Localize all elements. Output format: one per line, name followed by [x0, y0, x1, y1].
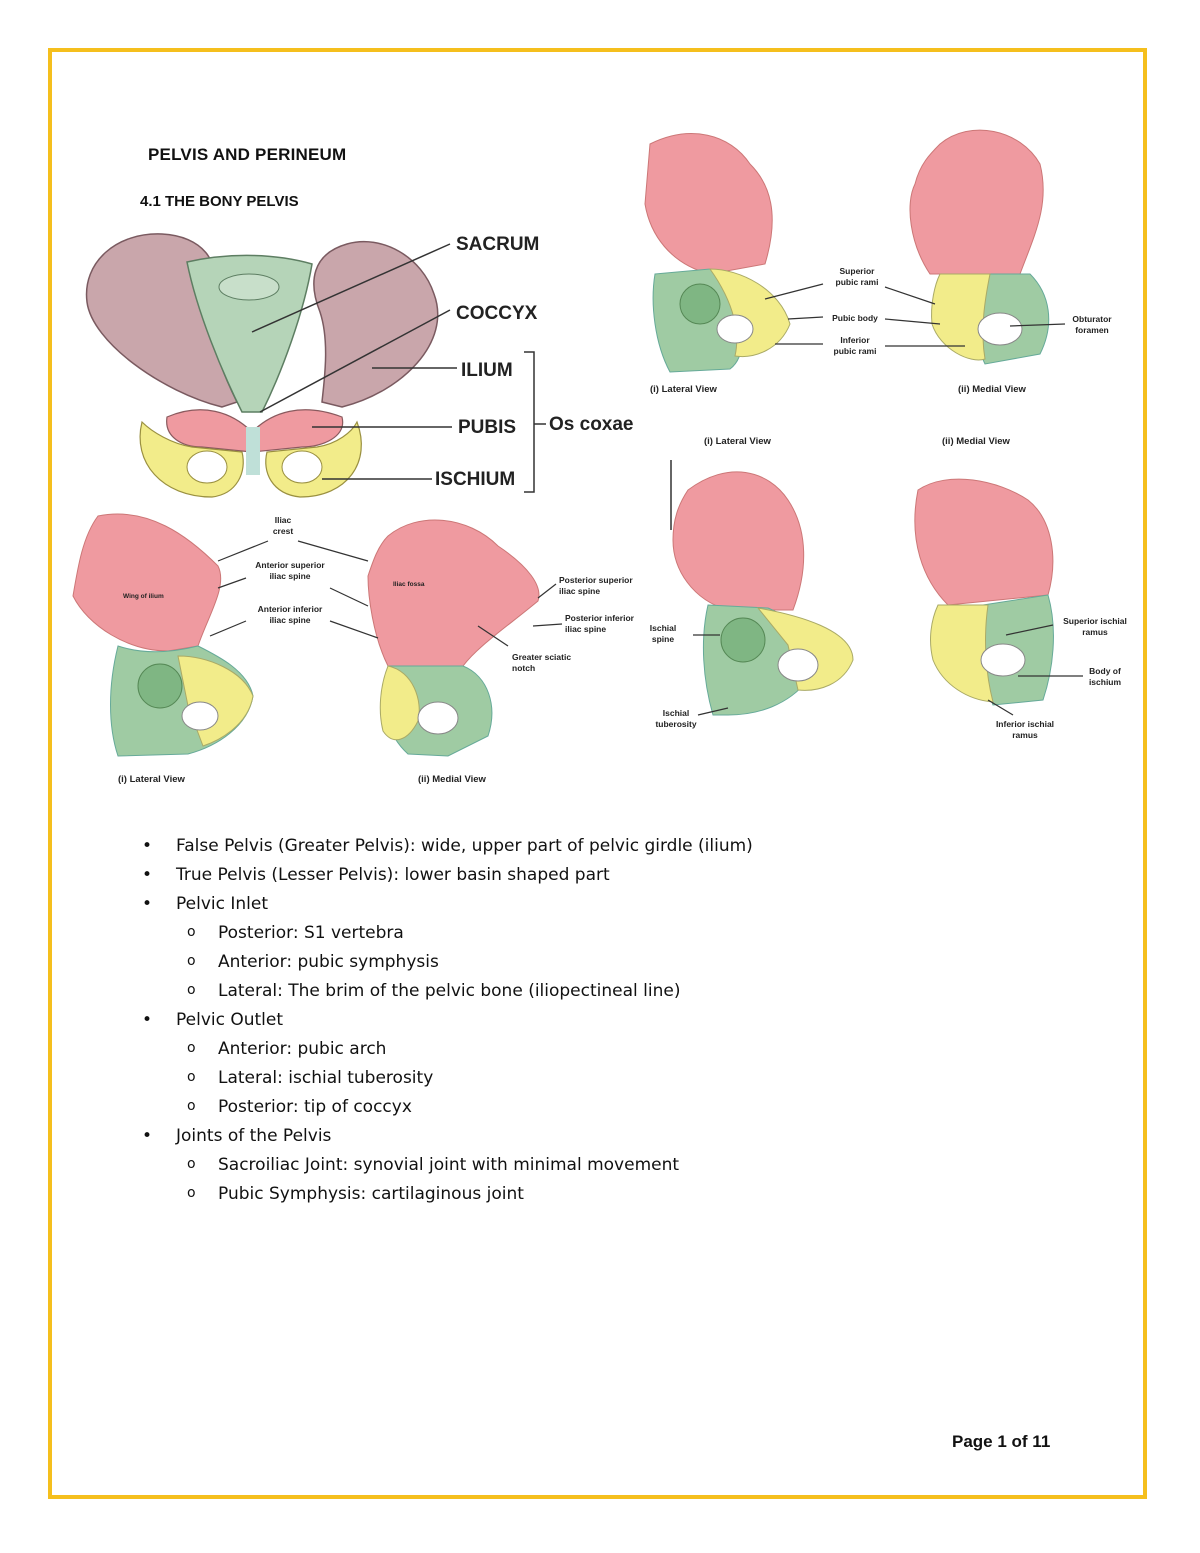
label-asis-1: Anterior superior — [255, 560, 325, 570]
label-iliac-fossa: Iliac fossa — [393, 581, 425, 588]
caption-ischium-lateral: (i) Lateral View — [704, 436, 771, 447]
label-body-ischium-2: ischium — [1089, 677, 1122, 687]
label-ischial-spine-1: Ischial — [650, 623, 676, 633]
label-pubis: PUBIS — [458, 417, 516, 438]
caption-ilium-lateral: (i) Lateral View — [118, 774, 185, 785]
list-item: Lateral: The brim of the pelvic bone (il… — [130, 976, 753, 1006]
label-ilium: ILIUM — [461, 360, 513, 381]
list-item: Pelvic Outlet — [130, 1006, 753, 1035]
caption-pubis-lateral: (i) Lateral View — [650, 384, 717, 395]
section-heading: 4.1 THE BONY PELVIS — [140, 193, 299, 210]
label-sciatic-1: Greater sciatic — [512, 652, 571, 662]
label-os-coxae: Os coxae — [549, 414, 634, 435]
label-wing-ilium: Wing of ilium — [123, 593, 164, 600]
page-title: PELVIS AND PERINEUM — [148, 145, 347, 164]
label-obturator-1: Obturator — [1072, 314, 1112, 324]
label-pubic-body: Pubic body — [832, 313, 878, 323]
label-sacrum: SACRUM — [456, 234, 539, 255]
label-psis-2: iliac spine — [559, 586, 600, 596]
label-aiis-2: iliac spine — [269, 615, 310, 625]
label-ischium: ISCHIUM — [435, 469, 515, 490]
label-inf-ischial-1: Inferior ischial — [996, 719, 1054, 729]
label-sup-pubic-2: pubic rami — [836, 277, 879, 287]
label-ischial-tub-1: Ischial — [663, 708, 689, 718]
caption-ischium-medial: (ii) Medial View — [942, 436, 1011, 447]
right-iliac-wing — [313, 240, 439, 408]
label-inf-ischial-2: ramus — [1012, 730, 1038, 740]
label-obturator-2: foramen — [1075, 325, 1109, 335]
sacrum-shape — [186, 254, 313, 413]
caption-ilium-medial: (ii) Medial View — [418, 774, 487, 785]
list-item: Lateral: ischial tuberosity — [130, 1063, 753, 1093]
list-item: Posterior: tip of coccyx — [130, 1092, 753, 1122]
list-item: Anterior: pubic symphysis — [130, 947, 753, 977]
caption-pubis-medial: (ii) Medial View — [958, 384, 1027, 395]
page-border — [48, 48, 1147, 1499]
list-item: Joints of the Pelvis — [130, 1122, 753, 1151]
label-psis-1: Posterior superior — [559, 575, 633, 585]
list-item: Pubic Symphysis: cartilaginous joint — [130, 1179, 753, 1209]
label-ischial-spine-2: spine — [652, 634, 674, 644]
label-sup-ischial-1: Superior ischial — [1063, 616, 1127, 626]
pelvis-front-figure: SACRUM COCCYX ILIUM PUBIS ISCHIUM Os cox… — [85, 233, 634, 498]
pubis-views-figure: Superior pubic rami Pubic body Inferior … — [644, 129, 1112, 395]
list-item: Pelvic Inlet — [130, 890, 753, 919]
label-coccyx: COCCYX — [456, 303, 538, 324]
label-piis-2: iliac spine — [565, 624, 606, 634]
list-item: Anterior: pubic arch — [130, 1034, 753, 1064]
notes-list: False Pelvis (Greater Pelvis): wide, upp… — [130, 832, 753, 1209]
list-item: Sacroiliac Joint: synovial joint with mi… — [130, 1150, 753, 1180]
label-aiis-1: Anterior inferior — [258, 604, 323, 614]
ilium-views-figure: Iliac crest Anterior superior iliac spin… — [72, 513, 635, 785]
label-ischial-tub-2: tuberosity — [655, 719, 696, 729]
label-sup-pubic-1: Superior — [840, 266, 876, 276]
page-number: Page 1 of 11 — [952, 1432, 1051, 1451]
label-iliac-crest-2: crest — [273, 526, 293, 536]
list-item: True Pelvis (Lesser Pelvis): lower basin… — [130, 861, 753, 890]
label-body-ischium-1: Body of — [1089, 666, 1121, 676]
ischium-views-figure: (i) Lateral View (ii) Medial View Ischia… — [650, 436, 1127, 740]
label-asis-2: iliac spine — [269, 571, 310, 581]
label-inf-pubic-1: Inferior — [840, 335, 870, 345]
list-item: False Pelvis (Greater Pelvis): wide, upp… — [130, 832, 753, 861]
list-item: Posterior: S1 vertebra — [130, 918, 753, 948]
label-sciatic-2: notch — [512, 663, 535, 673]
label-inf-pubic-2: pubic rami — [834, 346, 877, 356]
label-iliac-crest-1: Iliac — [275, 515, 292, 525]
label-sup-ischial-2: ramus — [1082, 627, 1108, 637]
label-piis-1: Posterior inferior — [565, 613, 635, 623]
